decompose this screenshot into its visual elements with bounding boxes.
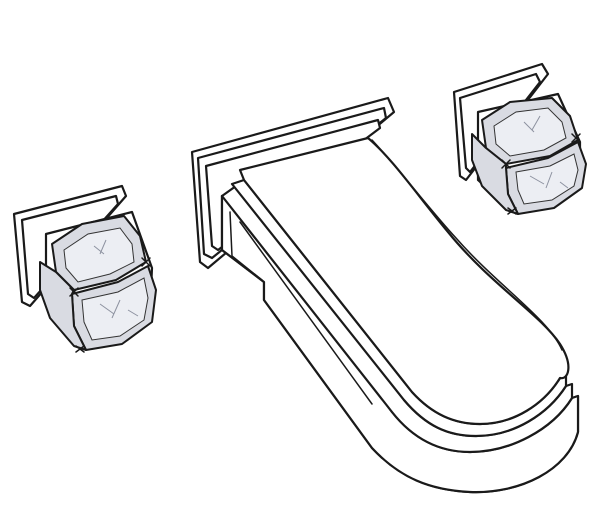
left-handle-side-crystal bbox=[39, 261, 87, 351]
spout-underside-line bbox=[229, 211, 263, 281]
left-handle-corner-marks bbox=[69, 257, 151, 353]
right-handle-sparkle bbox=[523, 115, 569, 189]
spout-top-face bbox=[238, 136, 570, 426]
left-handle-top-facet bbox=[63, 227, 135, 283]
right-handle bbox=[452, 62, 587, 215]
left-handle bbox=[12, 184, 157, 353]
spout-top-edge-line bbox=[371, 139, 563, 351]
spout bbox=[190, 96, 580, 494]
right-handle-corner-marks bbox=[501, 133, 581, 215]
right-handle-front-facet bbox=[515, 153, 579, 205]
right-handle-top-facet bbox=[493, 107, 567, 157]
left-handle-sparkle bbox=[93, 239, 139, 319]
spout-neck-line bbox=[239, 221, 373, 405]
left-handle-front-facet bbox=[81, 277, 149, 341]
right-handle-side-crystal bbox=[471, 133, 519, 215]
